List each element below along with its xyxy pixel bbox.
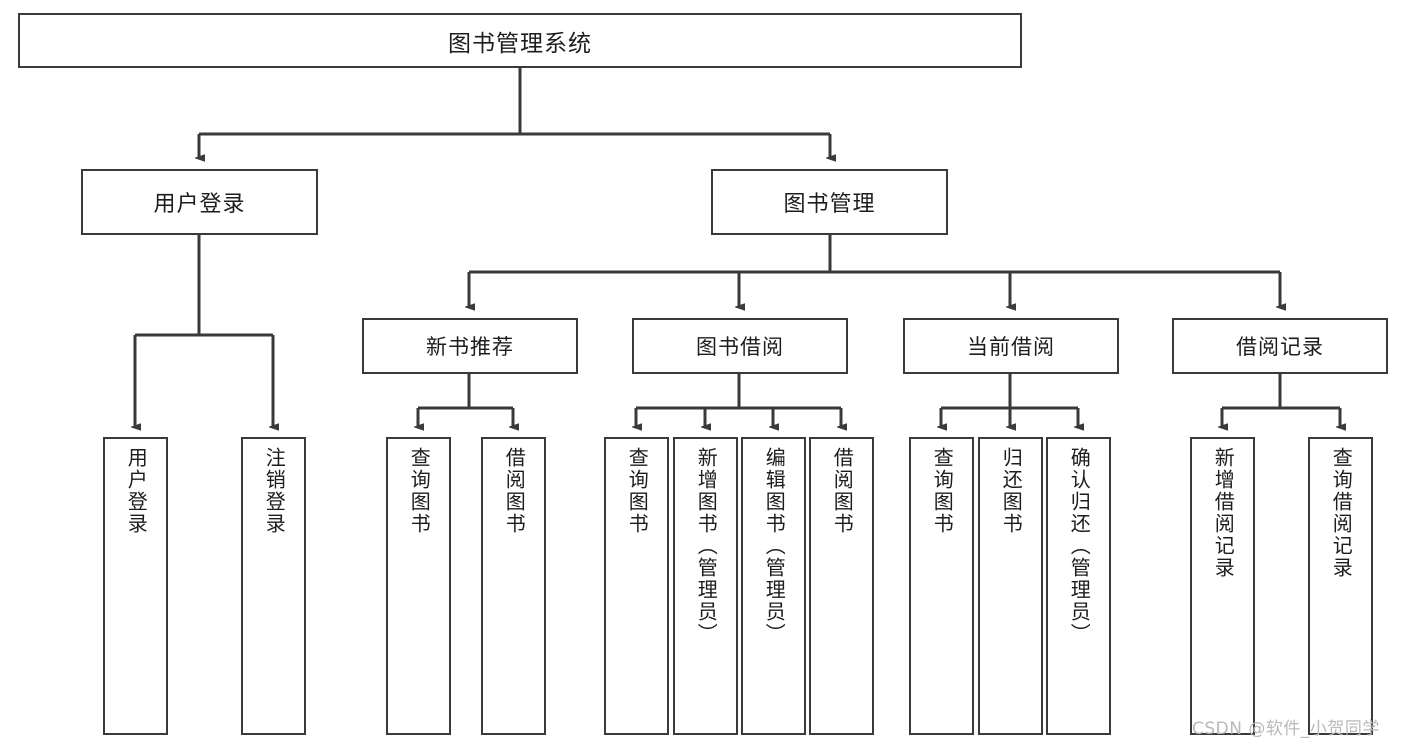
leaf-label: 注销登录 bbox=[262, 447, 287, 535]
node-user-login-label: 用户登录 bbox=[153, 192, 246, 217]
leaf-label: 用户登录 bbox=[124, 447, 149, 535]
leaf-label: 查询图书 bbox=[625, 447, 650, 535]
node-book-management-label: 图书管理 bbox=[783, 192, 876, 217]
node-current-borrow[interactable]: 当前借阅 bbox=[903, 318, 1119, 374]
leaf-user-login-logout[interactable]: 注销登录 bbox=[241, 437, 306, 735]
leaf-borrow-record-add[interactable]: 新增借阅记录 bbox=[1190, 437, 1255, 735]
leaf-label: 查询图书 bbox=[407, 447, 432, 535]
leaf-book-borrow-edit[interactable]: 编辑图书（管理员） bbox=[741, 437, 806, 735]
leaf-label: 查询借阅记录 bbox=[1329, 447, 1354, 579]
node-new-book-recommend-label: 新书推荐 bbox=[426, 335, 514, 359]
leaf-book-borrow-query[interactable]: 查询图书 bbox=[604, 437, 669, 735]
node-user-login[interactable]: 用户登录 bbox=[81, 169, 318, 235]
leaf-current-borrow-confirm-return[interactable]: 确认归还（管理员） bbox=[1046, 437, 1111, 735]
node-new-book-recommend[interactable]: 新书推荐 bbox=[362, 318, 578, 374]
node-book-borrow[interactable]: 图书借阅 bbox=[632, 318, 848, 374]
leaf-label: 借阅图书 bbox=[830, 447, 855, 535]
leaf-label: 新增借阅记录 bbox=[1211, 447, 1236, 579]
leaf-label: 归还图书 bbox=[999, 447, 1024, 535]
node-root[interactable]: 图书管理系统 bbox=[18, 13, 1022, 68]
leaf-current-borrow-return[interactable]: 归还图书 bbox=[978, 437, 1043, 735]
leaf-borrow-record-query[interactable]: 查询借阅记录 bbox=[1308, 437, 1373, 735]
leaf-label: 查询图书 bbox=[930, 447, 955, 535]
leaf-new-book-query[interactable]: 查询图书 bbox=[386, 437, 451, 735]
leaf-book-borrow-add[interactable]: 新增图书（管理员） bbox=[673, 437, 738, 735]
node-borrow-record[interactable]: 借阅记录 bbox=[1172, 318, 1388, 374]
leaf-user-login-login[interactable]: 用户登录 bbox=[103, 437, 168, 735]
leaf-label: 借阅图书 bbox=[502, 447, 527, 535]
node-current-borrow-label: 当前借阅 bbox=[967, 335, 1055, 359]
leaf-label: 编辑图书（管理员） bbox=[762, 447, 787, 645]
node-borrow-record-label: 借阅记录 bbox=[1236, 335, 1324, 359]
node-root-label: 图书管理系统 bbox=[448, 30, 592, 57]
csdn-watermark: CSDN @软件_小贺同学 bbox=[1192, 719, 1380, 739]
leaf-label: 确认归还（管理员） bbox=[1067, 447, 1092, 645]
leaf-new-book-borrow[interactable]: 借阅图书 bbox=[481, 437, 546, 735]
node-book-management[interactable]: 图书管理 bbox=[711, 169, 948, 235]
leaf-current-borrow-query[interactable]: 查询图书 bbox=[909, 437, 974, 735]
node-book-borrow-label: 图书借阅 bbox=[696, 335, 784, 359]
leaf-book-borrow-borrow[interactable]: 借阅图书 bbox=[809, 437, 874, 735]
leaf-label: 新增图书（管理员） bbox=[694, 447, 719, 645]
